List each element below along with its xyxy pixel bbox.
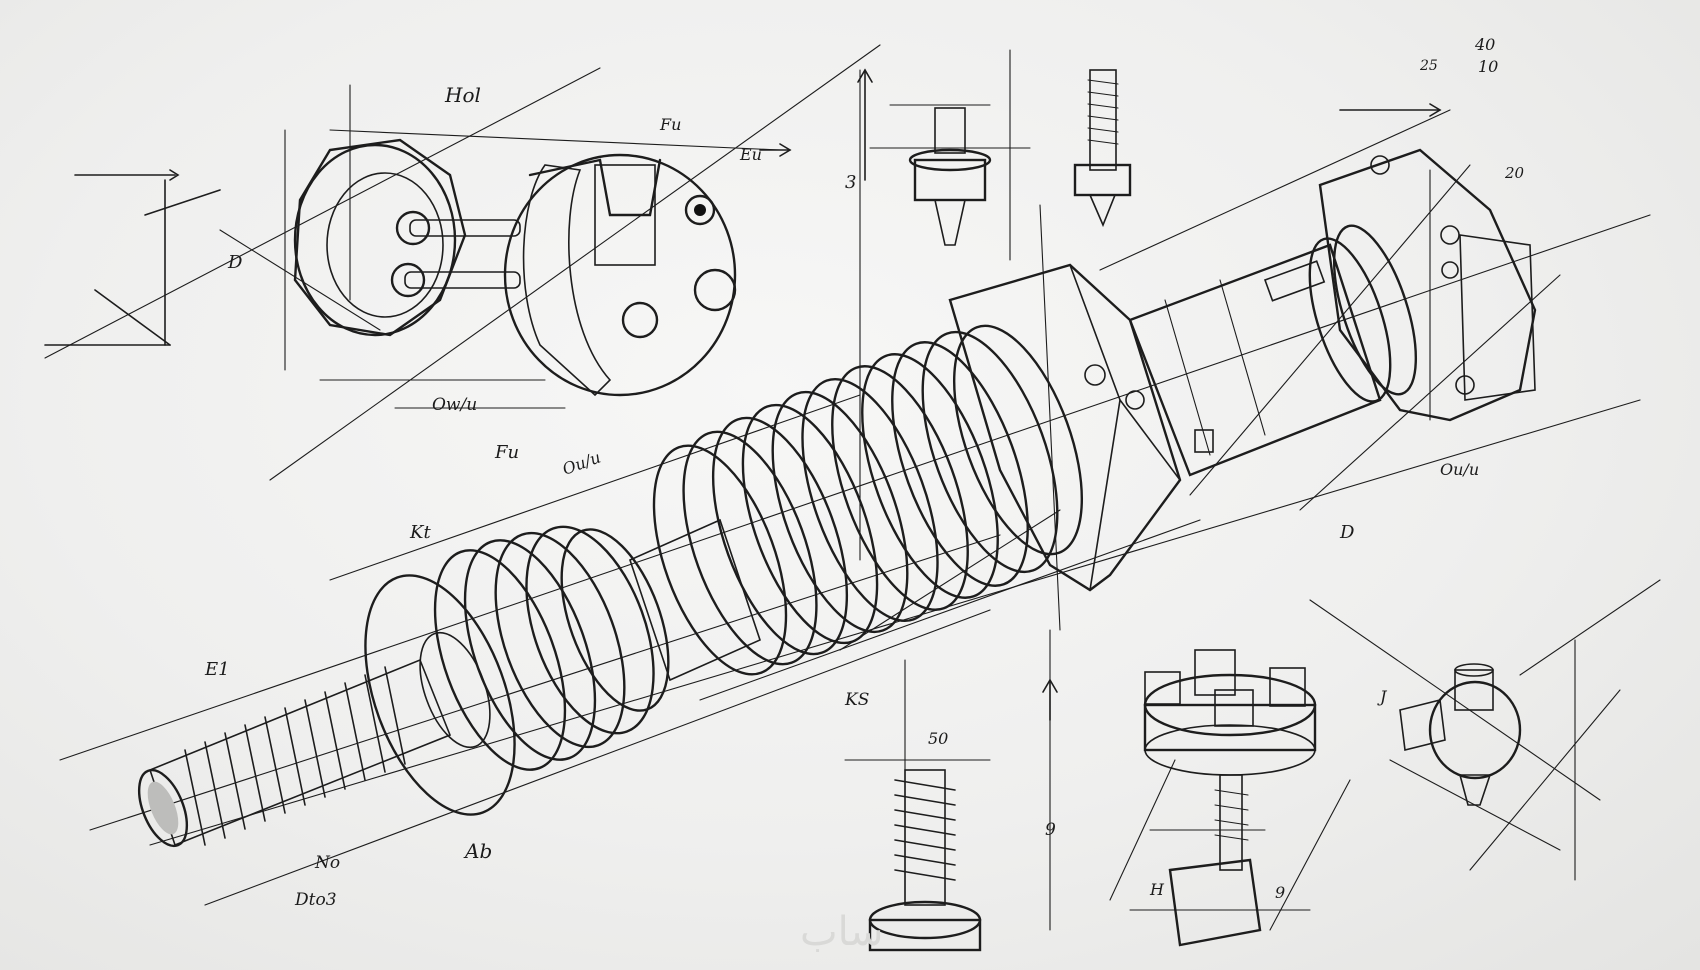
annotation-a21: 9 [1045, 820, 1056, 840]
annotation-a19: KS [844, 690, 869, 710]
annotation-a16: 20 [1504, 164, 1525, 182]
hex-block [948, 263, 1182, 592]
rotor-detail-bottom [1129, 649, 1317, 947]
left-dimension-box [44, 169, 221, 346]
annotation-a12: Ab [463, 839, 492, 863]
annotation-a20: 50 [928, 729, 948, 748]
annotation-a9: E1 [204, 659, 230, 680]
annotation-a5: Ow/u [432, 395, 477, 415]
annotation-a22: H [1149, 880, 1165, 899]
annotation-a8: Kt [409, 522, 431, 543]
annotation-a25: 3 [845, 172, 856, 193]
annotation-a13: 40 [1474, 35, 1495, 54]
plug-detail-top [869, 104, 1031, 246]
end-flange [1318, 148, 1537, 422]
annotation-a6: Fu [494, 442, 519, 463]
watermark: ساب [800, 909, 883, 955]
annotation-a3: Eu [739, 145, 762, 164]
tip-threads [184, 666, 406, 846]
fin-stack-lower [433, 525, 670, 771]
main-shaft-assembly [137, 148, 1537, 848]
threaded-tip [137, 658, 452, 848]
annotation-a17: Ou/u [1440, 460, 1479, 479]
annotations: Hol Fu Eu D Ow/u Fu Ou/u Kt E1 No Dto3 A… [204, 35, 1525, 910]
dimension-arrows [759, 68, 1442, 721]
annotation-a11: Dto3 [294, 890, 337, 910]
fin-stack-upper [652, 324, 1084, 676]
annotation-a15: 10 [1478, 57, 1498, 76]
annotation-a23: 9 [1275, 883, 1285, 902]
cylinder-body [1128, 224, 1418, 477]
annotation-a4: D [227, 252, 243, 273]
end-cap-detail [293, 129, 781, 409]
annotation-a10: No [314, 853, 340, 873]
annotation-a1: Hol [444, 83, 481, 107]
annotation-a7: Ou/u [560, 448, 603, 479]
annotation-a14: 25 [1419, 58, 1438, 74]
screw-detail-top [1073, 69, 1132, 228]
flange-disc [364, 574, 516, 816]
bolt-detail-bottom [844, 759, 991, 952]
annotation-a18: D [1339, 522, 1355, 543]
valve-detail-right [1399, 663, 1522, 806]
annotation-a24: J [1377, 687, 1388, 706]
annotation-a2: Fu [659, 115, 681, 134]
construction-lines [44, 44, 1661, 931]
